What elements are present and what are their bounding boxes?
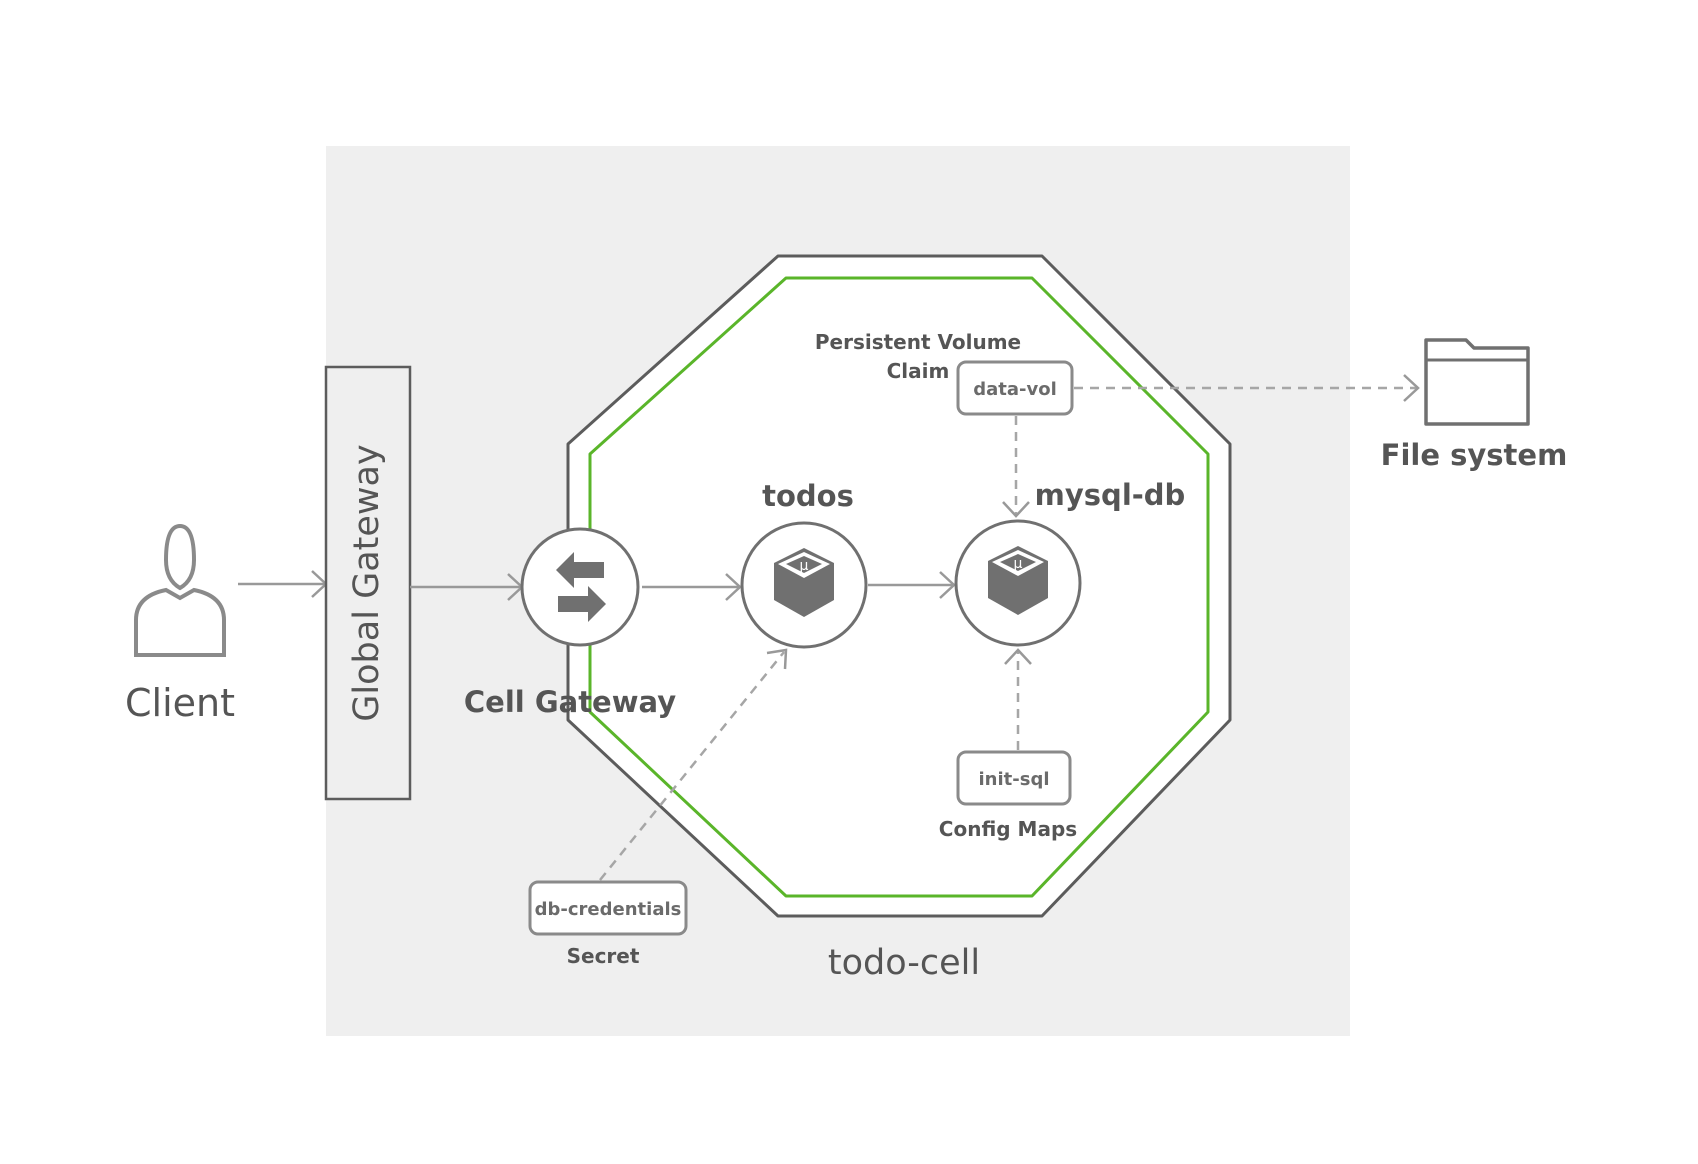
global-gateway-box[interactable]: [324, 365, 412, 801]
microservice-cube-icon: μ: [988, 546, 1048, 615]
swap-arrows-icon: [556, 552, 606, 622]
client-user-icon: [134, 523, 226, 657]
pvc-caption-line2: Claim: [887, 359, 950, 383]
db-credentials-box[interactable]: [528, 880, 688, 936]
data-vol-box[interactable]: [956, 360, 1074, 416]
microservice-cube-icon: μ: [774, 548, 834, 617]
arrow-db-credentials-to-todos: [599, 648, 788, 881]
arrow-init-sql-to-mysql-db: [1004, 648, 1032, 750]
mysql-db-component-node[interactable]: μ: [954, 519, 1082, 647]
db-credentials-label: db-credentials: [535, 899, 682, 920]
client-label: Client: [125, 681, 235, 725]
pvc-caption-line1: Persistent Volume: [815, 330, 1021, 354]
arrow-client-to-global-gateway: [238, 570, 328, 598]
todos-component-node[interactable]: μ: [740, 521, 868, 649]
config-maps-caption: Config Maps: [939, 817, 1077, 841]
init-sql-label: init-sql: [979, 769, 1050, 790]
init-sql-box[interactable]: [956, 750, 1072, 806]
mysql-db-label: mysql-db: [1035, 478, 1186, 512]
cell-name-label: todo-cell: [828, 943, 980, 983]
global-gateway-label: Global Gateway: [347, 444, 387, 721]
mu-glyph: μ: [800, 558, 809, 574]
cell-gateway-label: Cell Gateway: [464, 685, 676, 719]
arrow-data-vol-to-mysql-db: [1002, 416, 1030, 518]
todos-label: todos: [762, 479, 854, 513]
file-system-label: File system: [1381, 438, 1568, 472]
arrow-todos-to-mysql-db: [868, 571, 956, 599]
mu-glyph: μ: [1014, 556, 1023, 572]
arrow-cell-gateway-to-todos: [642, 573, 742, 601]
folder-icon: [1424, 338, 1530, 426]
secret-caption: Secret: [567, 944, 640, 968]
data-vol-label: data-vol: [973, 379, 1057, 400]
arrow-data-vol-to-file-system: [1074, 374, 1420, 402]
cell-gateway-node[interactable]: [520, 527, 640, 647]
